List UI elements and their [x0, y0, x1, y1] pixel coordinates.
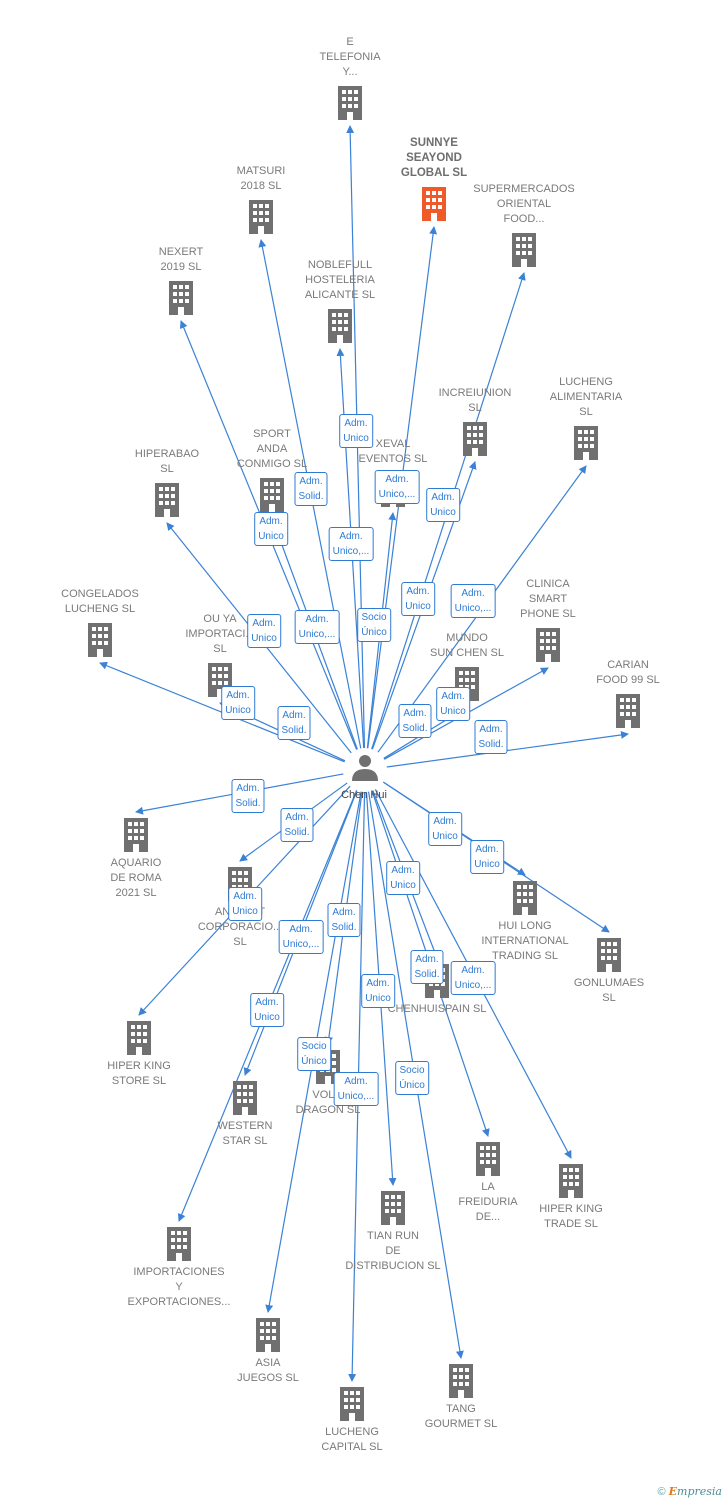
node-label-congelados[interactable]: CONGELADOS LUCHENG SL: [61, 588, 139, 615]
building-icon[interactable]: [167, 1227, 191, 1261]
node-label-xeval[interactable]: XEVAL EVENTOS SL: [358, 438, 428, 465]
edge-role-label: Adm. Unico: [254, 512, 288, 546]
node-label-freiduria[interactable]: LA FREIDURIA DE...: [458, 1181, 518, 1223]
building-icon[interactable]: [127, 1021, 151, 1055]
building-icon[interactable]: [559, 1164, 583, 1198]
edge-role-label: Adm. Solid.: [327, 903, 361, 937]
edge-role-label: Socio Único: [395, 1061, 429, 1095]
center-person-name[interactable]: Chen Hui: [341, 789, 387, 801]
building-icon[interactable]: [256, 1318, 280, 1352]
edge-role-label: Adm. Solid.: [410, 950, 444, 984]
edge-role-label: Adm. Unico: [247, 614, 281, 648]
building-icon[interactable]: [260, 478, 284, 512]
node-label-hiper-king-trade[interactable]: HIPER KING TRADE SL: [539, 1203, 603, 1230]
node-label-chenhuispain[interactable]: CHENHUISPAIN SL: [387, 1003, 487, 1015]
edge-role-label: Adm. Unico: [221, 686, 255, 720]
edge-role-label: Adm. Solid.: [280, 808, 314, 842]
edge-role-label: Adm. Unico,...: [333, 1072, 379, 1106]
node-label-hiperabao[interactable]: HIPERABAO SL: [134, 448, 200, 475]
edge-role-label: Adm. Unico: [250, 993, 284, 1027]
edge-role-label: Adm. Unico: [401, 582, 435, 616]
edge-role-label: Adm. Unico,...: [294, 610, 340, 644]
building-icon[interactable]: [597, 938, 621, 972]
node-label-noblefull[interactable]: NOBLEFULL HOSTELERIA ALICANTE SL: [304, 259, 376, 301]
building-icon[interactable]: [513, 881, 537, 915]
edge-role-label: Socio Único: [297, 1037, 331, 1071]
edge-role-label: Adm. Unico: [428, 812, 462, 846]
edge-role-label: Adm. Unico,...: [374, 470, 420, 504]
building-icon[interactable]: [536, 628, 560, 662]
node-label-western[interactable]: WESTERN STAR SL: [217, 1120, 273, 1147]
edge-role-label: Adm. Unico,...: [450, 584, 496, 618]
node-label-lucheng-capital[interactable]: LUCHENG CAPITAL SL: [321, 1426, 383, 1453]
edge-role-label: Adm. Unico: [436, 687, 470, 721]
node-label-mundo-sun[interactable]: MUNDO SUN CHEN SL: [430, 632, 504, 659]
node-label-clinica[interactable]: CLINICA SMART PHONE SL: [520, 578, 576, 620]
node-label-sport-anda[interactable]: SPORT ANDA CONMIGO SL: [236, 428, 308, 470]
building-icon[interactable]: [155, 483, 179, 517]
building-icon[interactable]: [381, 1191, 405, 1225]
edge-role-label: Adm. Solid.: [294, 472, 328, 506]
node-label-ou-ya[interactable]: OU YA IMPORTACI... SL: [185, 613, 255, 655]
building-icon[interactable]: [574, 426, 598, 460]
building-icon[interactable]: [422, 187, 446, 221]
building-icon[interactable]: [512, 233, 536, 267]
node-label-hui-long[interactable]: HUI LONG INTERNATIONAL TRADING SL: [481, 920, 569, 962]
edge-role-label: Adm. Solid.: [277, 706, 311, 740]
edge-role-label: Adm. Solid.: [231, 779, 265, 813]
building-icon[interactable]: [124, 818, 148, 852]
building-icon[interactable]: [233, 1081, 257, 1115]
edge-role-label: Adm. Solid.: [474, 720, 508, 754]
edge-role-label: Adm. Unico: [361, 974, 395, 1008]
footer-brand: © Empresia: [657, 1485, 722, 1498]
person-icon[interactable]: [352, 755, 378, 781]
building-icon[interactable]: [328, 309, 352, 343]
edge-role-label: Adm. Unico,...: [278, 920, 324, 954]
building-icon[interactable]: [340, 1387, 364, 1421]
node-label-matsuri[interactable]: MATSURI 2018 SL: [236, 165, 286, 192]
edge-role-label: Adm. Unico: [339, 414, 373, 448]
node-label-asia-juegos[interactable]: ASIA JUEGOS SL: [237, 1357, 299, 1384]
edge-role-label: Socio Único: [357, 608, 391, 642]
building-icon[interactable]: [476, 1142, 500, 1176]
edge-role-label: Adm. Unico: [426, 488, 460, 522]
edge-role-label: Adm. Unico,...: [450, 961, 496, 995]
edge-role-label: Adm. Unico,...: [328, 527, 374, 561]
node-label-sunnye[interactable]: SUNNYE SEAYOND GLOBAL SL: [400, 137, 468, 179]
building-icon[interactable]: [463, 422, 487, 456]
copyright-symbol: ©: [657, 1486, 666, 1498]
node-label-tang[interactable]: TANG GOURMET SL: [424, 1403, 498, 1430]
building-icon[interactable]: [616, 694, 640, 728]
edge-role-label: Adm. Unico: [228, 887, 262, 921]
node-label-nexert[interactable]: NEXERT 2019 SL: [158, 246, 204, 273]
building-icon[interactable]: [338, 86, 362, 120]
building-icon[interactable]: [88, 623, 112, 657]
brand-logo: Empresia: [668, 1485, 722, 1498]
building-icon[interactable]: [249, 200, 273, 234]
node-label-carian[interactable]: CARIAN FOOD 99 SL: [596, 659, 660, 686]
edge-role-label: Adm. Unico: [386, 861, 420, 895]
building-icon[interactable]: [169, 281, 193, 315]
node-label-increiunion[interactable]: INCREIUNION SL: [438, 387, 512, 414]
edge-role-label: Adm. Unico: [470, 840, 504, 874]
node-label-lucheng-alim[interactable]: LUCHENG ALIMENTARIA SL: [549, 376, 623, 418]
node-label-e-telefonia[interactable]: E TELEFONIA Y...: [319, 36, 381, 78]
node-label-importaciones[interactable]: IMPORTACIONES Y EXPORTACIONES...: [127, 1266, 231, 1308]
node-label-gonlumaes[interactable]: GONLUMAES SL: [573, 977, 645, 1004]
node-label-hiper-king-store[interactable]: HIPER KING STORE SL: [107, 1060, 171, 1087]
node-label-aquario[interactable]: AQUARIO DE ROMA 2021 SL: [110, 857, 162, 899]
building-icon[interactable]: [449, 1364, 473, 1398]
node-label-tian-run[interactable]: TIAN RUN DE DISTRIBUCION SL: [345, 1230, 441, 1272]
node-label-supermercados[interactable]: SUPERMERCADOS ORIENTAL FOOD...: [473, 183, 575, 225]
edge-role-label: Adm. Solid.: [398, 704, 432, 738]
